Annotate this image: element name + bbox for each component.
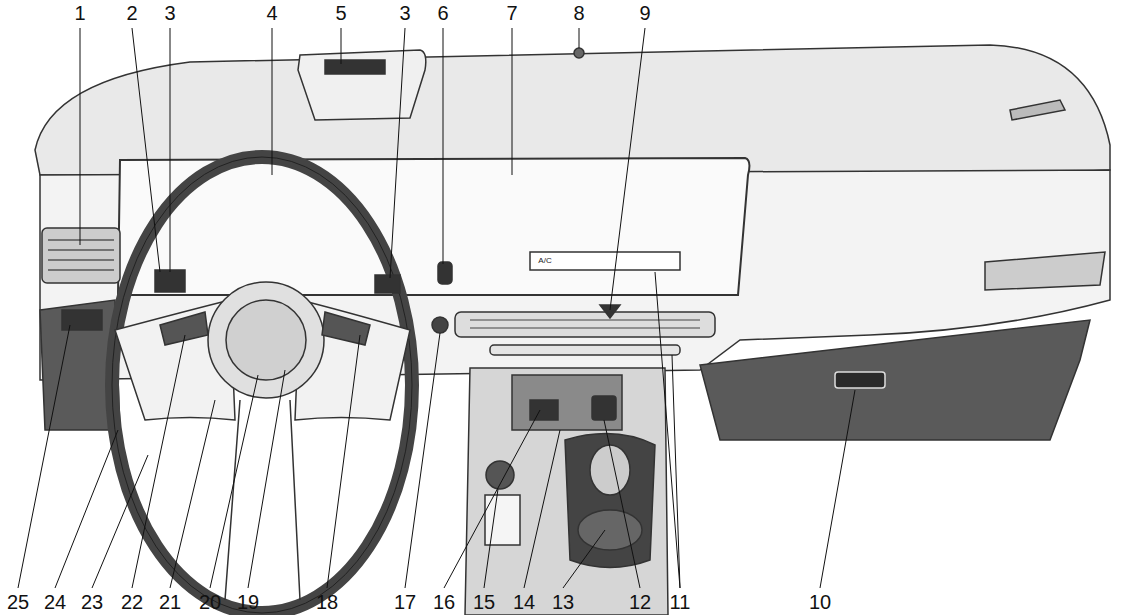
leader-line — [272, 28, 273, 175]
callout-number: 6 — [437, 2, 448, 24]
glove-box-handle — [835, 372, 885, 388]
callout-number: 14 — [513, 591, 535, 613]
power-outlet — [592, 396, 616, 420]
ignition-control — [432, 317, 448, 333]
right-controls — [322, 312, 370, 345]
callout-number: 15 — [473, 591, 495, 613]
callout-number: 1 — [74, 2, 85, 24]
leader-line — [579, 28, 580, 48]
callout-number: 3 — [399, 2, 410, 24]
wiper-stalk — [375, 275, 400, 293]
leader-line — [341, 28, 342, 64]
leader-line — [563, 530, 605, 588]
leader-line — [524, 430, 560, 588]
callout-number: 10 — [809, 591, 831, 613]
cupholder — [578, 510, 642, 550]
leader-line — [132, 335, 185, 588]
callout-number: 7 — [506, 2, 517, 24]
leader-line — [92, 455, 148, 588]
leader-line — [132, 28, 160, 272]
callout-number: 9 — [639, 2, 650, 24]
leader-line — [18, 325, 70, 588]
shift-lever — [590, 445, 630, 495]
hud-window — [325, 60, 385, 74]
leader-line — [405, 333, 440, 588]
vent-slats — [48, 240, 114, 270]
wheel-hub — [208, 282, 324, 398]
leader-line — [610, 28, 645, 310]
gear-paddle — [438, 262, 452, 284]
leader-line — [210, 375, 258, 588]
left-vent — [42, 228, 120, 283]
light-switch — [62, 310, 102, 330]
callout-number: 16 — [433, 591, 455, 613]
leader-line — [820, 390, 855, 588]
callout-number: 18 — [316, 591, 338, 613]
center-console — [465, 368, 668, 615]
leader-line — [80, 28, 81, 245]
callout-number: 22 — [121, 591, 143, 613]
steering-wheel-edge — [112, 157, 412, 613]
callout-number: 24 — [44, 591, 66, 613]
center-vent — [455, 312, 715, 337]
callout-number: 13 — [552, 591, 574, 613]
leader-line — [655, 272, 680, 588]
steering-wheel — [112, 157, 412, 613]
leader-line — [484, 489, 498, 588]
callout-number: 12 — [629, 591, 651, 613]
dashboard-drawing — [35, 45, 1110, 615]
storage-area — [512, 375, 622, 430]
leader-line — [55, 430, 118, 588]
turn-stalk — [155, 270, 185, 292]
leader-line — [390, 28, 405, 278]
climate-bar — [530, 252, 680, 270]
leader-line — [512, 28, 513, 175]
leader-line — [604, 420, 640, 588]
sensor — [574, 48, 584, 58]
leader-line — [444, 410, 540, 588]
shifter-area — [565, 434, 655, 568]
leader-line — [443, 28, 444, 264]
callout-number: 21 — [159, 591, 181, 613]
callout-number: 11 — [670, 591, 691, 613]
callout-number: 4 — [266, 2, 277, 24]
callout-number: 3 — [164, 2, 175, 24]
callout-number: 23 — [81, 591, 103, 613]
button-text: A/C — [538, 256, 551, 265]
leader-lines — [18, 28, 855, 588]
glove-box — [700, 320, 1090, 440]
right-vent — [985, 252, 1105, 290]
callout-number: 17 — [394, 591, 416, 613]
leader-line — [327, 335, 360, 588]
callout-number: 20 — [199, 591, 221, 613]
dash-top — [35, 45, 1110, 175]
usb-ports — [530, 400, 558, 420]
side-vent — [1010, 100, 1065, 120]
leader-line — [170, 400, 215, 588]
callout-number: 5 — [335, 2, 346, 24]
callout-number: 25 — [7, 591, 29, 613]
control-strip — [490, 345, 680, 355]
leader-line — [672, 355, 680, 588]
leader-line — [248, 370, 285, 588]
callout-number: 8 — [573, 2, 584, 24]
airbag-cover — [226, 300, 306, 380]
callout-number: 19 — [237, 591, 259, 613]
leader-line — [170, 28, 171, 272]
hud-housing — [298, 50, 426, 120]
vent-slats — [470, 320, 700, 328]
callout-number: 2 — [126, 2, 137, 24]
